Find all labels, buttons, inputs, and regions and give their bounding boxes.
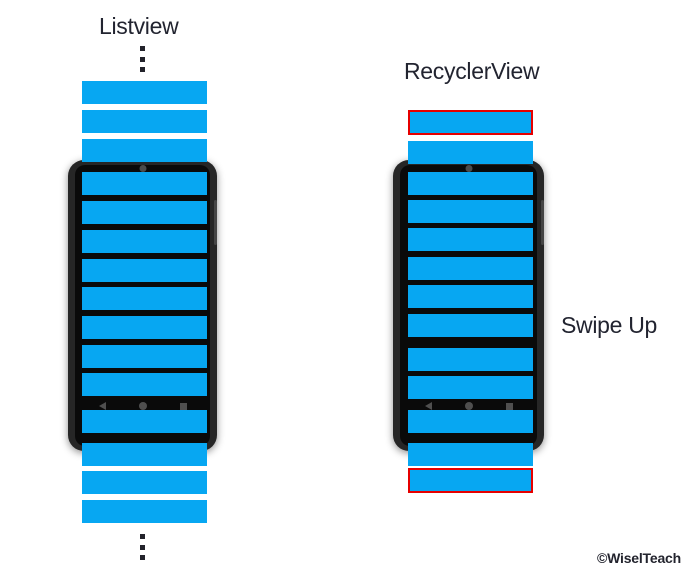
listview-title: Listview [99, 13, 179, 39]
recyclerview-item [408, 141, 533, 164]
back-icon [424, 402, 432, 410]
listview-item [82, 230, 207, 253]
recyclerview-item [408, 348, 533, 371]
recyclerview-item [408, 228, 533, 251]
recyclerview-item [408, 172, 533, 195]
more-items-dot [140, 57, 145, 62]
listview-item [82, 471, 207, 494]
camera-icon [139, 165, 146, 172]
listview-item [82, 201, 207, 224]
recyclerview-item [408, 443, 533, 466]
home-icon [464, 402, 473, 410]
swipe-up-label: Swipe Up [561, 312, 658, 338]
listview-item [82, 410, 207, 433]
listview-item [82, 316, 207, 339]
recyclerview-item [408, 200, 533, 223]
more-items-dot [140, 534, 145, 539]
android-nav-bar [393, 402, 544, 410]
listview-item [82, 443, 207, 466]
listview-item [82, 500, 207, 523]
recyclerview-item [408, 314, 533, 337]
recents-icon [179, 402, 187, 410]
listview-item [82, 373, 207, 396]
power-button-icon [541, 200, 544, 245]
recyclerview-item [408, 410, 533, 433]
recyclerview-item [408, 257, 533, 280]
home-icon [138, 402, 147, 410]
more-items-dot [140, 545, 145, 550]
listview-item [82, 172, 207, 195]
more-items-dot [140, 555, 145, 560]
listview-item [82, 287, 207, 310]
watermark: ©WiselTeach [597, 550, 681, 566]
camera-icon [465, 165, 472, 172]
more-items-dot [140, 67, 145, 72]
recyclerview-title: RecyclerView [404, 58, 540, 84]
listview-item [82, 81, 207, 104]
recents-icon [505, 402, 513, 410]
recyclerview-item [408, 285, 533, 308]
back-icon [98, 402, 106, 410]
listview-item [82, 139, 207, 162]
listview-item [82, 345, 207, 368]
recyclerview-item-recycled [408, 468, 533, 493]
listview-item [82, 110, 207, 133]
android-nav-bar [68, 402, 217, 410]
recyclerview-item-recycled [408, 110, 533, 135]
recyclerview-item [408, 376, 533, 399]
more-items-dot [140, 46, 145, 51]
listview-item [82, 259, 207, 282]
power-button-icon [214, 200, 217, 245]
